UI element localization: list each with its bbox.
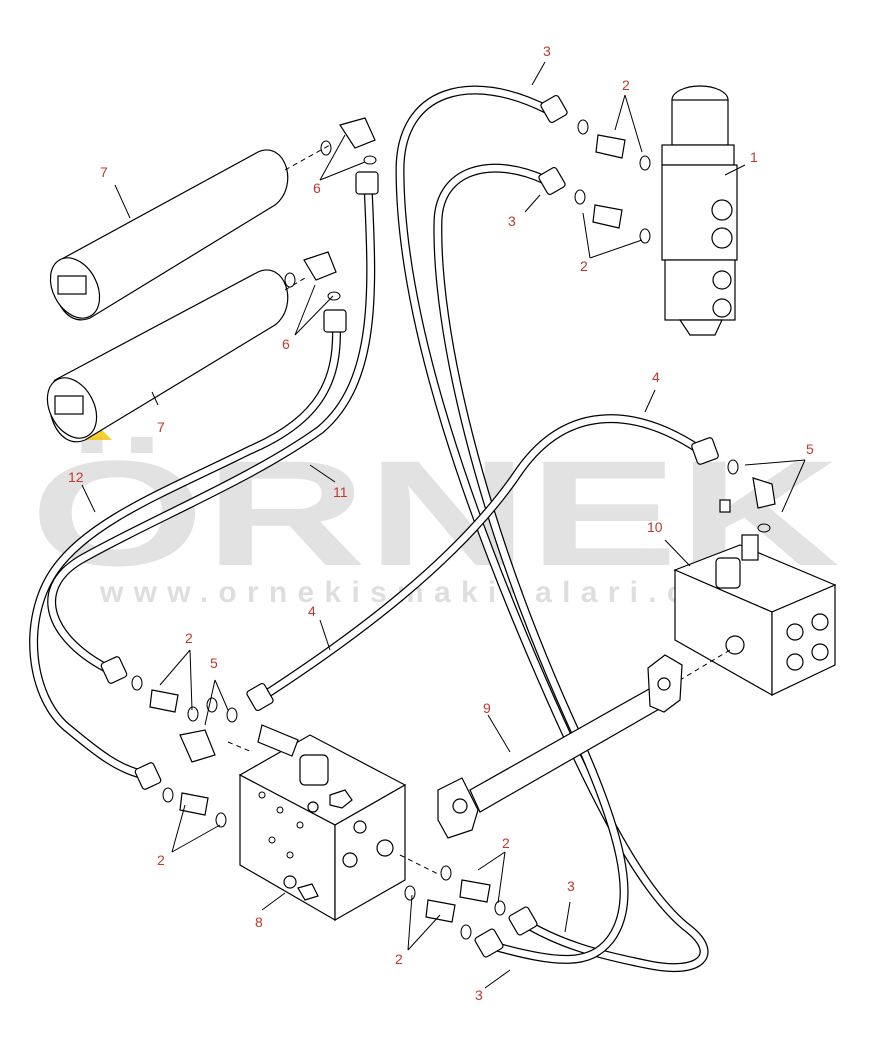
accumulator-upper xyxy=(49,144,331,321)
main-valve-block xyxy=(227,724,441,922)
callout-2-f: 2 xyxy=(395,951,403,967)
callout-4-a: 4 xyxy=(652,369,660,385)
callout-11: 11 xyxy=(333,484,348,500)
callout-3-b: 3 xyxy=(508,213,516,229)
tube-9 xyxy=(437,654,683,839)
elbow-fittings-6 xyxy=(284,117,377,301)
leader-lines xyxy=(81,61,806,989)
accumulator-lower xyxy=(46,269,306,443)
callout-3-d: 3 xyxy=(475,987,483,1003)
adapters-near-pilot-valve xyxy=(574,119,651,244)
callout-7-b: 7 xyxy=(157,419,165,435)
callout-2-b: 2 xyxy=(580,258,588,274)
callout-3-c: 3 xyxy=(567,878,575,894)
callout-1: 1 xyxy=(750,149,758,165)
callout-4-b: 4 xyxy=(308,603,316,619)
callout-2-c: 2 xyxy=(185,630,193,646)
callout-2-d: 2 xyxy=(157,852,165,868)
callout-10: 10 xyxy=(647,519,663,535)
callout-6-b: 6 xyxy=(282,336,290,352)
callout-12: 12 xyxy=(68,469,84,485)
callout-8: 8 xyxy=(255,914,263,930)
callout-5-a: 5 xyxy=(806,441,814,457)
hoses xyxy=(29,85,709,973)
callout-9: 9 xyxy=(483,700,491,716)
callout-2-a: 2 xyxy=(622,77,630,93)
solenoid-valve-block xyxy=(673,459,837,697)
hose-fittings xyxy=(100,94,719,958)
callout-6-a: 6 xyxy=(313,180,321,196)
pilot-valve xyxy=(661,85,738,336)
callout-2-e: 2 xyxy=(502,835,510,851)
callout-3-a: 3 xyxy=(543,43,551,59)
callouts: 1 2 2 2 2 2 2 3 3 3 3 4 4 5 5 6 6 7 7 8 … xyxy=(68,43,814,1003)
callout-7-a: 7 xyxy=(100,164,108,180)
adapters-near-valve-block xyxy=(131,675,506,940)
callout-5-b: 5 xyxy=(210,655,218,671)
